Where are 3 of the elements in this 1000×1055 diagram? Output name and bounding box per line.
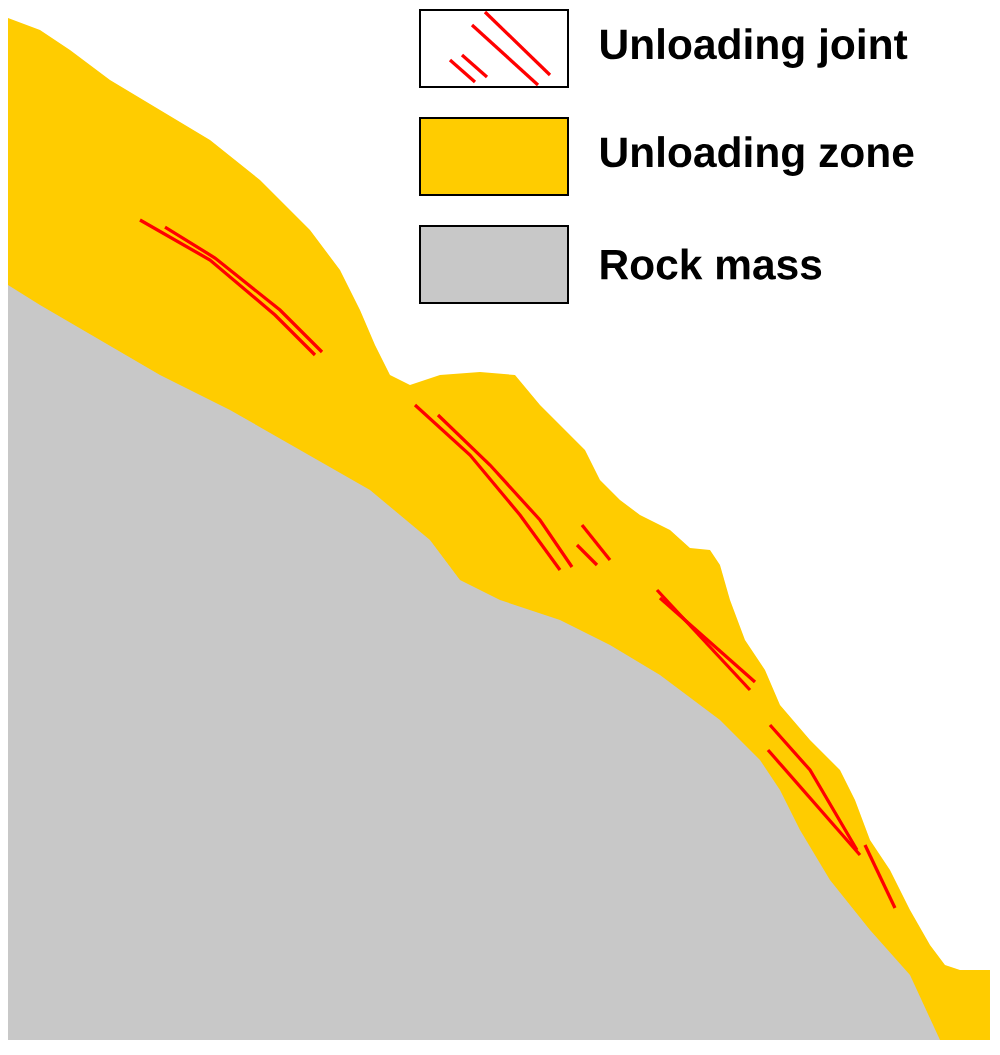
legend-label: Unloading zone [601, 136, 914, 176]
legend-label: Rock mass [601, 248, 822, 280]
legend-label: Unloading joint [601, 28, 908, 68]
